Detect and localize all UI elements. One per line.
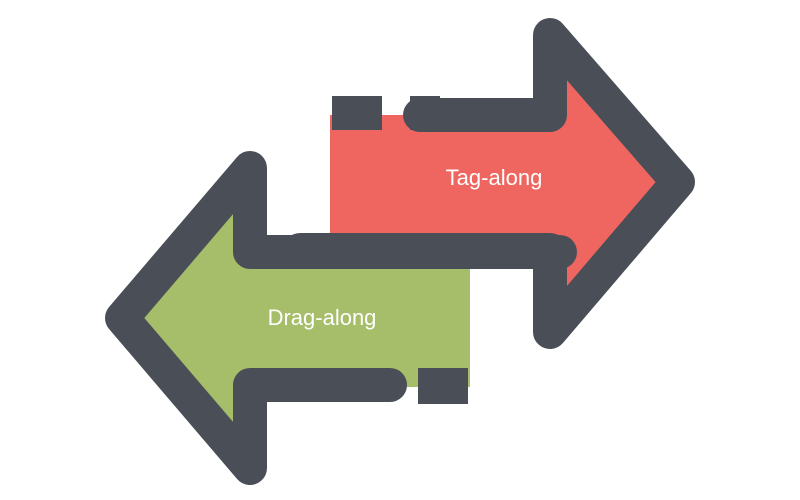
right-arrow-label: Tag-along [446, 165, 543, 190]
right-arrow-outline-tab [332, 96, 382, 130]
right-arrow-outline-tab-2 [410, 96, 440, 130]
left-arrow-outline-tab [418, 368, 468, 404]
left-arrow: Drag-along [105, 151, 577, 485]
left-arrow-label: Drag-along [268, 305, 377, 330]
left-arrow-outline-main [105, 151, 577, 485]
